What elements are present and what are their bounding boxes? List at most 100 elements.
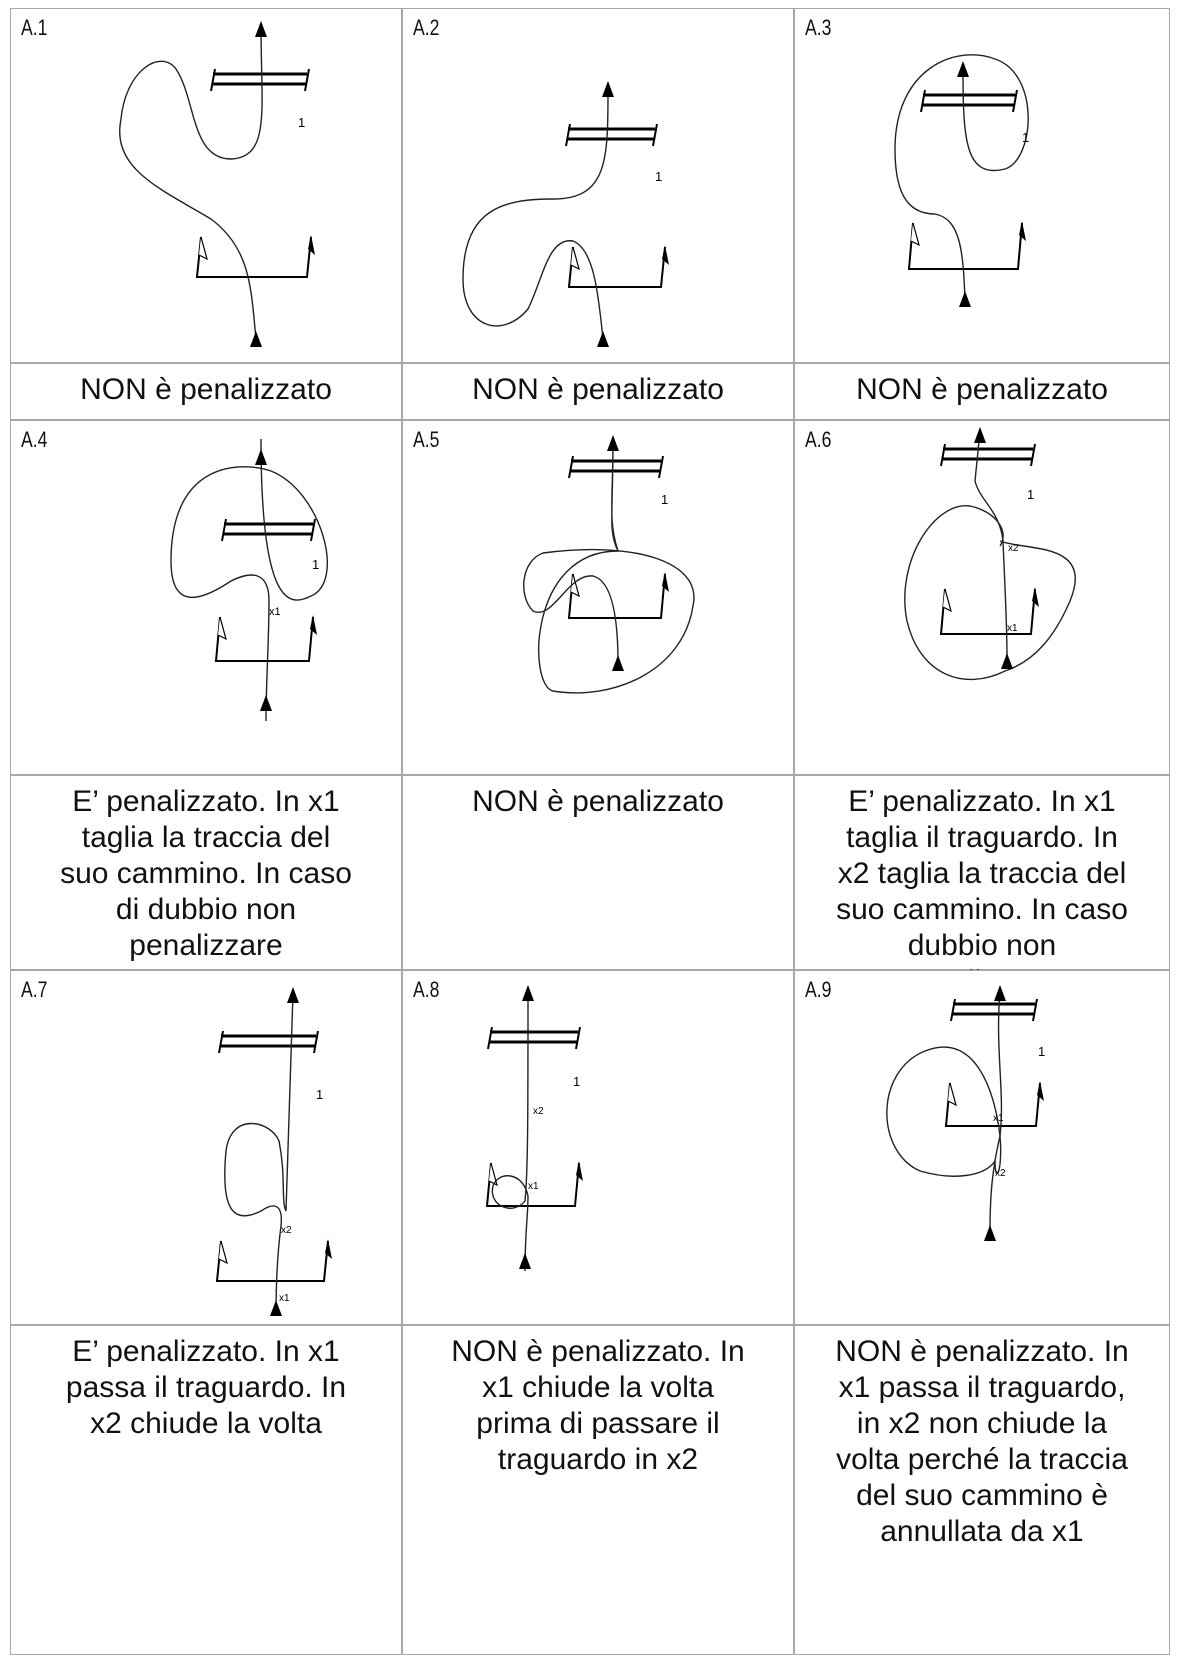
track-number: 1: [655, 169, 662, 184]
track-path: [523, 440, 695, 694]
caption-line: taglia la traccia del: [81, 821, 331, 854]
arrow-head: [959, 291, 971, 307]
track-number: 1: [1022, 130, 1029, 145]
figure-cell-A-2: A.2 1: [402, 8, 794, 363]
panel-label: A.2: [413, 15, 440, 40]
flag-right: [662, 245, 669, 265]
track-path: [462, 88, 609, 340]
arrow-head: [522, 985, 534, 1001]
start-gate: [215, 1240, 329, 1282]
mark-x1: x1: [269, 606, 281, 618]
caption-line: passa il traguardo. In: [65, 1371, 347, 1404]
caption-line: x1 passa il traguardo,: [838, 1371, 1126, 1404]
arrow-head: [612, 655, 624, 671]
arrow-head: [1001, 653, 1013, 669]
track-number: 1: [573, 1074, 580, 1089]
panel-label: A.6: [805, 427, 832, 452]
panel-label: A.4: [21, 427, 48, 452]
track-path: [886, 1046, 1002, 1177]
diagram-A-2: 1: [462, 81, 669, 347]
caption-text: NON è penalizzato: [856, 373, 1108, 406]
caption-text: NON è penalizzato: [80, 373, 332, 406]
start-gate: [939, 588, 1036, 635]
caption-line: di dubbio non: [115, 893, 297, 926]
flag-left: [218, 1240, 228, 1265]
caption-line: x2 taglia la traccia del: [837, 857, 1127, 890]
panel-label: A.5: [413, 427, 440, 452]
caption-line: NON è penalizzato. In: [451, 1335, 745, 1368]
flag-right: [310, 615, 317, 635]
arrow-head: [250, 331, 262, 347]
start-gate: [907, 222, 1023, 270]
panel-label: A.7: [21, 977, 48, 1002]
caption-line: penalizzare: [129, 929, 283, 962]
start-gate: [567, 573, 666, 619]
flag-right: [1037, 1081, 1044, 1101]
arrow-head: [260, 695, 272, 711]
caption-line: traguardo in x2: [497, 1443, 699, 1476]
diagram-A-8: 1 x1 x2: [485, 985, 583, 1272]
panel-label: A.8: [413, 977, 440, 1002]
mark-x2: x2: [995, 1168, 1006, 1179]
track-number: 1: [316, 1087, 323, 1102]
track-path: [491, 990, 529, 1272]
flag-right: [662, 572, 669, 592]
figure-cell-A-5: A.5 1: [402, 420, 794, 775]
arrow-head: [287, 987, 299, 1003]
caption-cell-A-1: NON è penalizzato: [10, 363, 402, 420]
track-number: 1: [661, 492, 668, 507]
start-gate: [944, 1082, 1041, 1127]
caption-line: taglia il traguardo. In: [846, 821, 1118, 854]
flag-left: [488, 1162, 498, 1187]
mark-x1: x1: [528, 1181, 539, 1192]
track-path: [974, 430, 1008, 660]
arrow-head: [957, 61, 969, 77]
track-path: [989, 990, 1003, 1232]
arrow-head: [607, 435, 619, 451]
caption-line: dubbio non: [907, 929, 1057, 962]
track-path: [904, 505, 1076, 681]
caption-cell-A-2: NON è penalizzato: [402, 363, 794, 420]
caption-line: E’ penalizzato. In x1: [72, 785, 340, 818]
mark-x1: x1: [993, 1113, 1004, 1124]
caption-line: NON è penalizzato. In: [835, 1335, 1129, 1368]
start-gate: [567, 246, 666, 288]
start-gate: [195, 236, 312, 278]
caption-line: E’ penalizzato. In x1: [72, 1335, 340, 1368]
caption-cell-A-5: NON è penalizzato: [402, 775, 794, 970]
caption-line: x1 chiude la volta: [482, 1371, 714, 1404]
arrow-head: [994, 985, 1006, 1001]
mark-x2: x2: [1008, 543, 1019, 554]
caption-line: prima di passare il: [476, 1407, 720, 1440]
flag-left: [570, 573, 580, 598]
flag-left: [198, 236, 208, 261]
caption-line: in x2 non chiude la: [856, 1407, 1108, 1440]
diagram-A-5: 1: [523, 435, 695, 694]
diagram-A-3: 1: [894, 54, 1029, 307]
caption-text: NON è penalizzato: [472, 373, 724, 406]
flag-left: [947, 1082, 957, 1107]
caption-cell-A-3: NON è penalizzato: [794, 363, 1170, 420]
mark-x2: x2: [533, 1106, 544, 1117]
arrow-head: [255, 21, 267, 37]
arrow-head: [597, 331, 609, 347]
diagram-A-4: 1x1: [170, 438, 328, 722]
mark-x1: x1: [1007, 623, 1018, 634]
track-path: [119, 26, 263, 340]
caption-line: volta perché la traccia: [836, 1443, 1128, 1476]
flag-right: [308, 235, 315, 255]
arrow-head: [255, 449, 267, 465]
caption-line: suo cammino. In caso: [60, 857, 352, 890]
flag-left: [217, 616, 227, 641]
